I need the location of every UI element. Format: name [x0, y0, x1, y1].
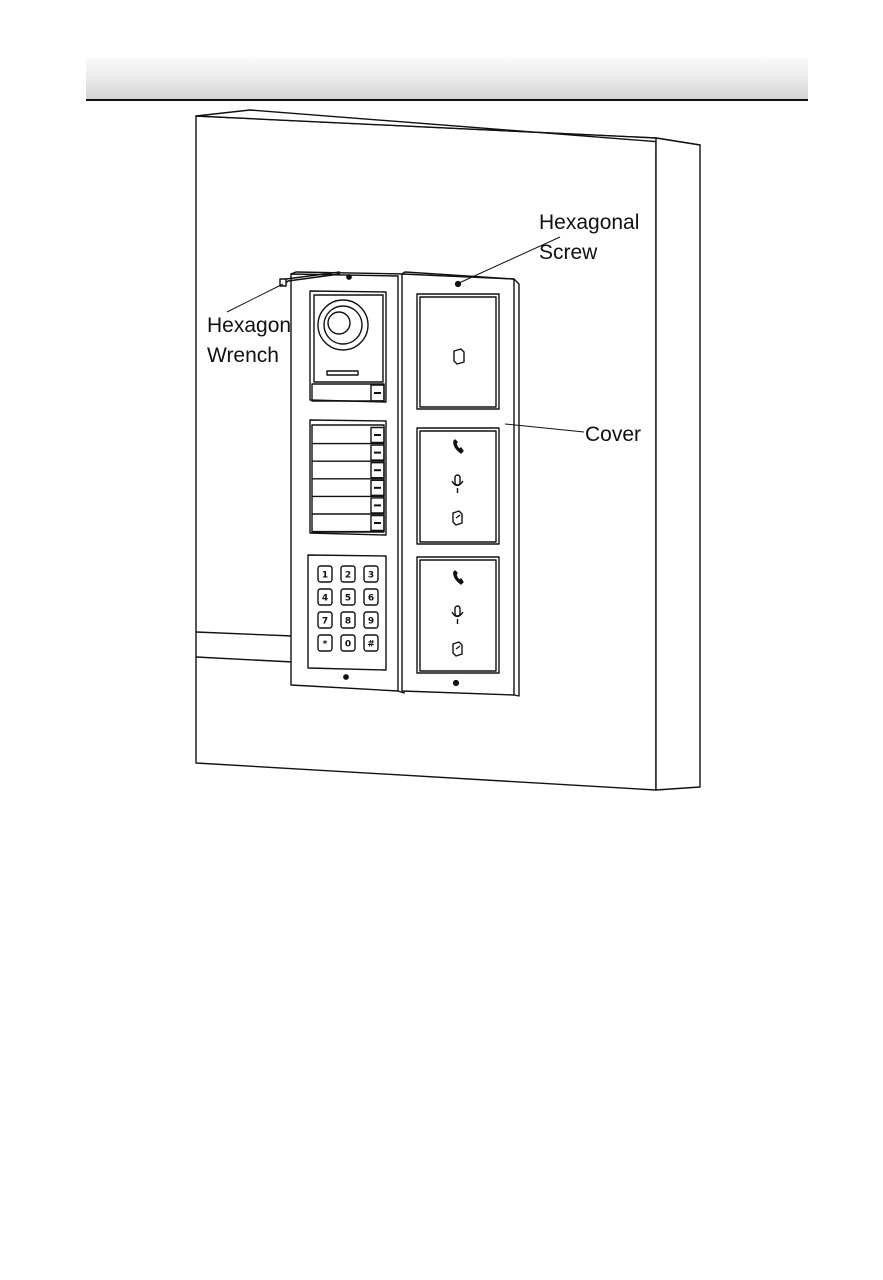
keypad-key-label: 2	[345, 571, 351, 581]
keypad-key-label: 4	[322, 594, 328, 604]
keypad-key-label: 8	[345, 617, 351, 627]
keypad-key-label: 7	[322, 617, 328, 627]
keypad-key-label: 5	[345, 594, 351, 604]
label-hexagonal-screw-2: Screw	[539, 241, 598, 264]
screw-hole-bottom-left	[344, 675, 348, 679]
keypad-key-label: 1	[322, 571, 328, 581]
keypad-key-label: 9	[368, 617, 374, 627]
label-cover: Cover	[585, 423, 641, 446]
keypad-key-label: 0	[345, 640, 351, 650]
screw-hole-bottom-right	[454, 681, 459, 686]
keypad-module: 1 2 3 4 5 6 7 8 9 * 0 #	[308, 555, 386, 670]
label-hexagon-wrench-1: Hexagon	[207, 314, 291, 337]
keypad-key-label: *	[323, 640, 328, 650]
screw-hole-top-left	[347, 275, 351, 279]
label-hexagonal-screw-1: Hexagonal	[539, 211, 639, 234]
label-hexagon-wrench-2: Wrench	[207, 344, 279, 367]
keypad-key-label: 3	[368, 571, 374, 581]
keypad-key-label: #	[367, 640, 375, 650]
keypad-key-label: 6	[368, 594, 374, 604]
name-button-module	[310, 420, 386, 535]
camera-module	[310, 291, 386, 402]
